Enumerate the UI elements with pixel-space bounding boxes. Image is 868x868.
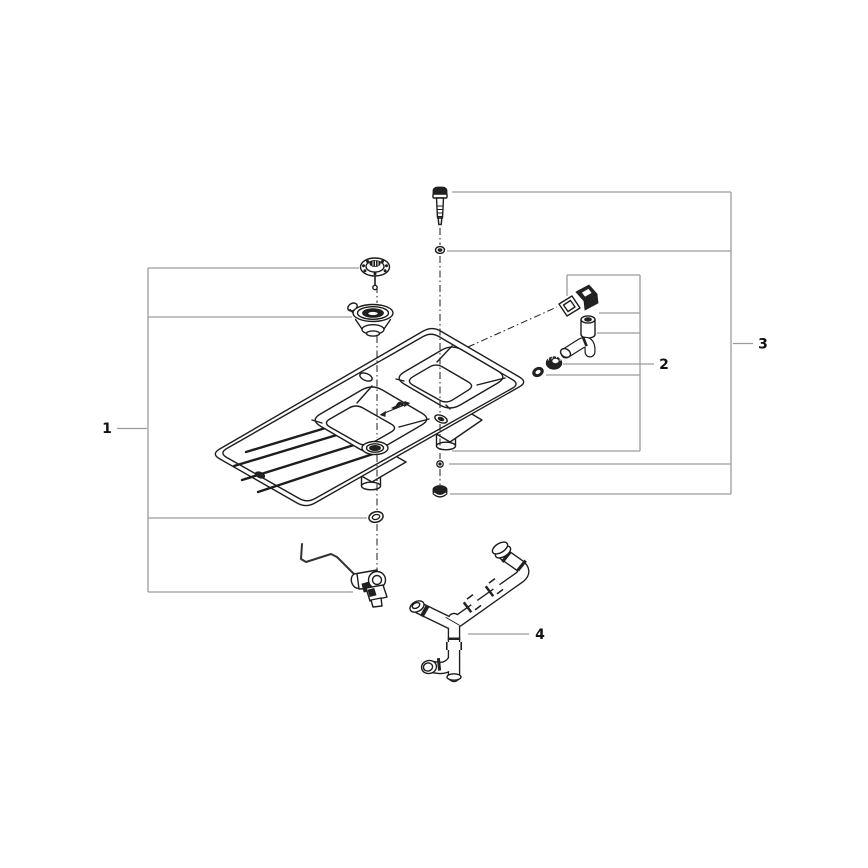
right-bowl-drain-stub bbox=[435, 433, 457, 451]
screw-nut bbox=[434, 245, 446, 255]
popup-valve-assembly bbox=[300, 543, 388, 608]
overflow-connector-set bbox=[532, 284, 599, 378]
strainer-basket bbox=[347, 302, 394, 337]
trap-outlet bbox=[420, 659, 438, 675]
knurled-nut bbox=[545, 356, 563, 370]
pipe-coupling-nut-left bbox=[409, 600, 425, 613]
center-bowl-bottom bbox=[325, 405, 396, 446]
callout-1-label: 1 bbox=[102, 421, 112, 437]
sink-body bbox=[214, 327, 525, 507]
callout-2 bbox=[452, 274, 654, 452]
right-bowl-bottom bbox=[408, 364, 473, 403]
trap-bottom-cap bbox=[446, 673, 462, 681]
washer bbox=[436, 460, 444, 468]
drain-opening bbox=[361, 440, 389, 456]
retaining-clip bbox=[575, 284, 599, 311]
pipe-coupling-nut-top bbox=[491, 541, 512, 559]
tap-hole bbox=[359, 372, 373, 382]
right-bowl bbox=[395, 345, 506, 410]
callout-3-label: 3 bbox=[758, 337, 768, 353]
fixing-screw bbox=[432, 186, 448, 226]
seal-gasket bbox=[558, 295, 581, 317]
pipe-ring bbox=[516, 559, 527, 572]
callout-4-label: 4 bbox=[535, 627, 545, 643]
o-ring-small bbox=[532, 366, 544, 378]
assembly-axis-lines bbox=[376, 228, 558, 570]
faucet-position-icon bbox=[379, 401, 411, 417]
drainboard-blanking-hole bbox=[254, 471, 266, 479]
callout-1 bbox=[117, 267, 367, 593]
screw-hole bbox=[434, 414, 448, 424]
strainer-cap bbox=[359, 257, 391, 291]
callout-3 bbox=[447, 191, 753, 495]
drain-o-ring bbox=[368, 510, 384, 524]
hose-connector bbox=[580, 315, 596, 339]
callout-2-label: 2 bbox=[659, 357, 669, 373]
drain-pipe-assembly bbox=[409, 541, 530, 683]
popup-cable bbox=[300, 543, 360, 580]
axis-line-diagonal bbox=[467, 306, 558, 348]
sink-inner-rim bbox=[222, 333, 517, 502]
mounting-nut bbox=[432, 485, 448, 498]
overflow-elbow bbox=[559, 336, 596, 359]
